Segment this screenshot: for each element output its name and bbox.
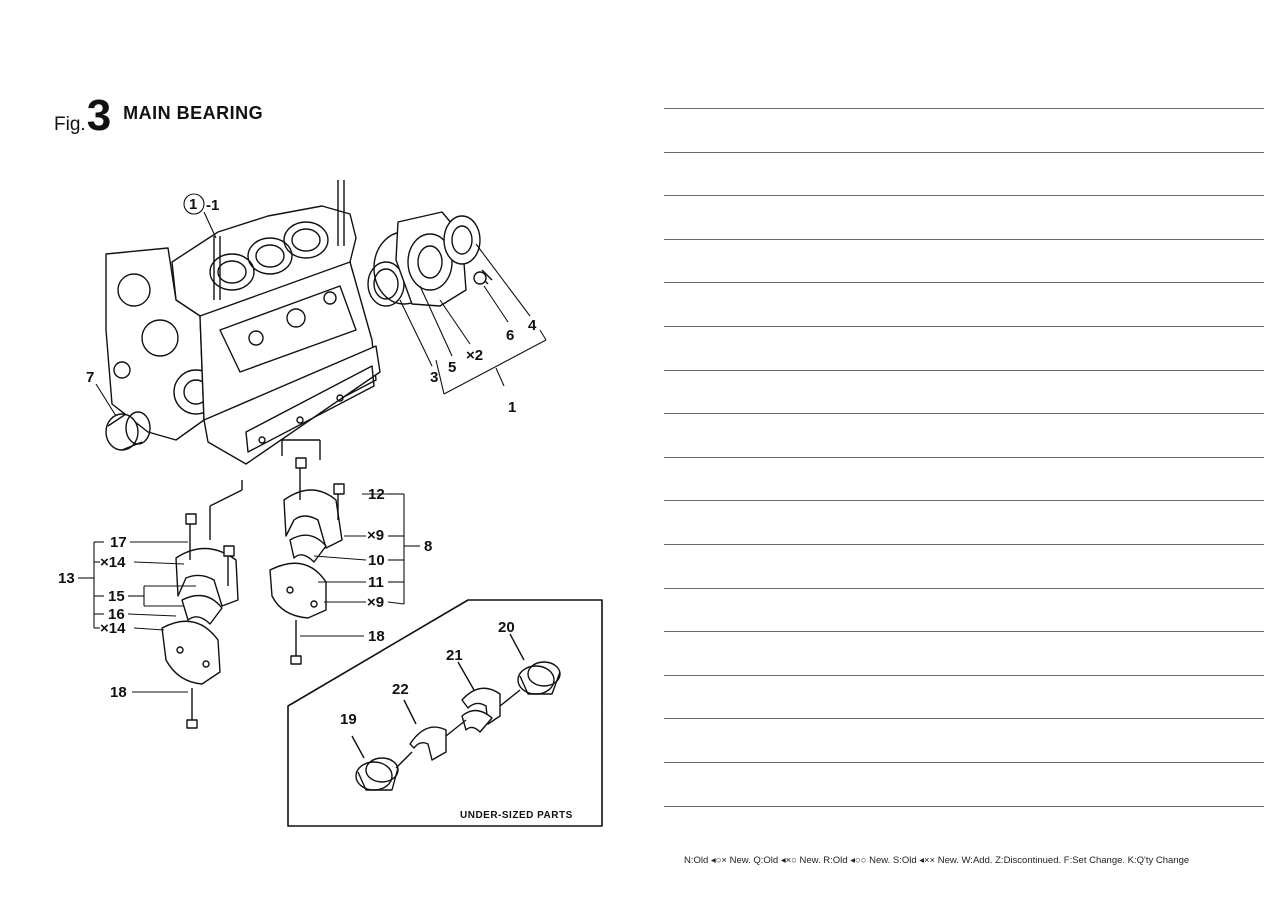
callout-13: 13 (58, 570, 75, 587)
callout-17: 17 (110, 534, 127, 551)
callout-14b: ×14 (100, 620, 126, 637)
callout-9a: ×9 (367, 527, 384, 544)
ruled-line (664, 587, 1264, 589)
callout-21: 21 (446, 647, 463, 664)
ruled-line (664, 456, 1264, 458)
callout-3: 3 (430, 369, 438, 386)
callout-1-circle: 1 (189, 196, 197, 213)
callout-1-1: -1 (206, 197, 219, 214)
callout-19: 19 (340, 711, 357, 728)
ruled-parts-list-area (664, 0, 1264, 830)
ruled-line (664, 282, 1264, 284)
ruled-line (664, 413, 1264, 415)
ruled-line (664, 718, 1264, 720)
callout-18b: 18 (110, 684, 127, 701)
bearing-holder-8 (269, 439, 345, 665)
change-code-legend: N:Old ◂○× New. Q:Old ◂×○ New. R:Old ◂○○ … (684, 855, 1190, 866)
ruled-line (664, 674, 1264, 676)
callout-1: 1 (508, 399, 516, 416)
part-7-ring (105, 411, 151, 451)
bearing-holder-13 (161, 480, 243, 729)
callout-15: 15 (108, 588, 125, 605)
callout-18a: 18 (368, 628, 385, 645)
callout-9b: ×9 (367, 594, 384, 611)
callout-4: 4 (528, 317, 537, 334)
callout-8: 8 (424, 538, 432, 555)
ruled-line (664, 151, 1264, 153)
ruled-line (664, 762, 1264, 763)
figure-name: MAIN BEARING (123, 103, 264, 123)
ruled-line (664, 544, 1264, 545)
callout-16: 16 (108, 606, 125, 623)
figure-title: Fig. 3 MAIN BEARING (54, 91, 264, 140)
ruled-line (664, 238, 1264, 240)
callout-5: 5 (448, 359, 456, 376)
callout-6: 6 (506, 327, 514, 344)
ruled-line (664, 500, 1264, 502)
callout-11: 11 (368, 574, 384, 591)
leader-lines (78, 193, 547, 693)
ruled-line (664, 369, 1264, 371)
bearing-case-assembly (367, 211, 493, 307)
ruled-line (664, 631, 1264, 633)
callout-2: ×2 (466, 347, 483, 364)
figure-prefix: Fig. (54, 114, 86, 135)
under-sized-parts-inset (287, 599, 603, 827)
callout-7: 7 (86, 369, 94, 386)
ruled-line (664, 195, 1264, 197)
figure-number: 3 (86, 91, 112, 140)
callout-14a: ×14 (100, 554, 126, 571)
callout-22: 22 (392, 681, 409, 698)
crankcase-block (105, 180, 381, 465)
ruled-line (664, 805, 1264, 807)
inset-label: UNDER-SIZED PARTS (460, 810, 573, 821)
ruled-line (664, 108, 1264, 109)
callout-10: 10 (368, 552, 385, 569)
callout-12: 12 (368, 486, 385, 503)
ruled-line (664, 326, 1264, 327)
callout-20: 20 (498, 619, 515, 636)
exploded-parts-diagram: 1 -1 1 ×2 3 4 5 6 7 8 ×9 ×9 10 11 12 13 … (58, 180, 603, 827)
